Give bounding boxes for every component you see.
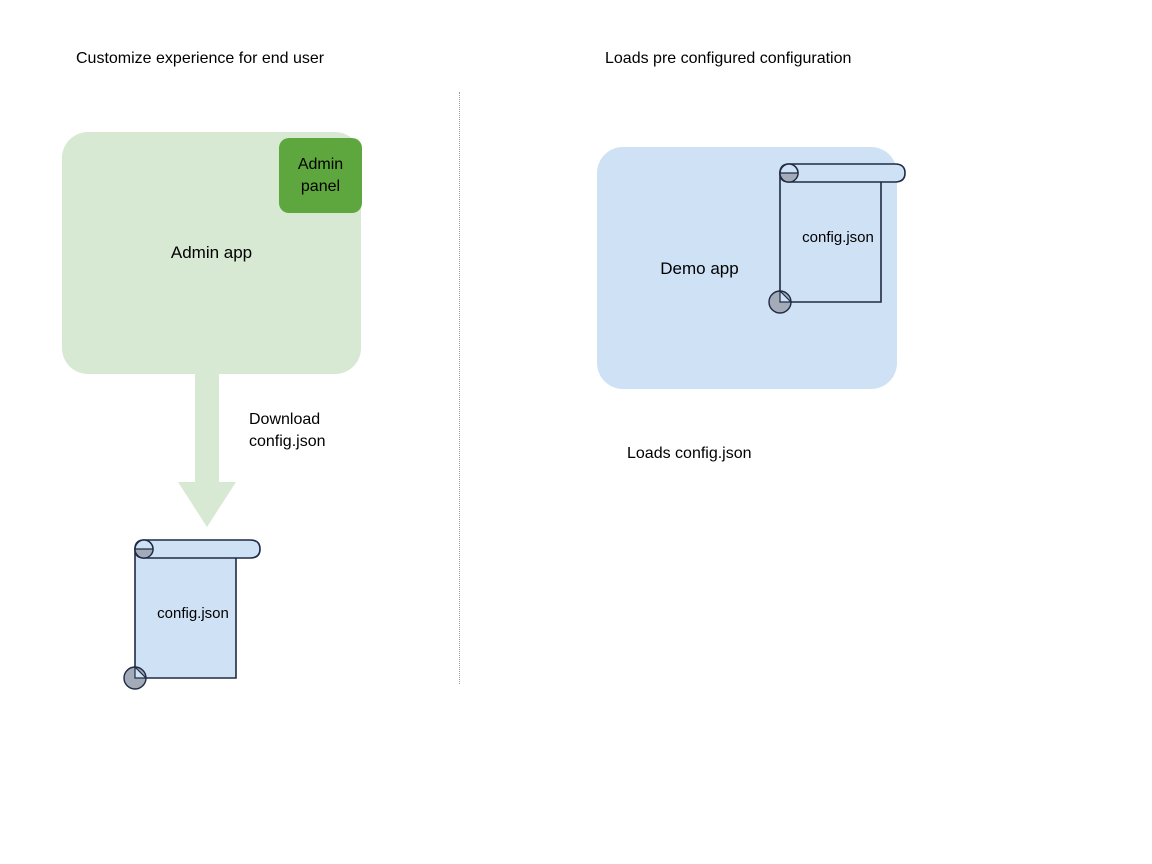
admin-panel-box[interactable]: Admin panel (279, 138, 362, 213)
download-arrow-label: Download config.json (249, 411, 326, 450)
admin-panel-label: Admin panel (297, 155, 344, 195)
left-column-heading: Customize experience for end user (76, 50, 325, 67)
config-json-document-left[interactable]: config.json (123, 531, 261, 690)
loads-config-caption: Loads config.json (627, 445, 752, 462)
right-column-heading: Loads pre configured configuration (605, 50, 852, 67)
download-arrow-icon (178, 372, 236, 527)
demo-app-label: Demo app (660, 259, 739, 278)
admin-app-label: Admin app (170, 243, 253, 262)
config-json-document-right[interactable]: config.json (768, 155, 906, 314)
column-divider (459, 92, 460, 684)
